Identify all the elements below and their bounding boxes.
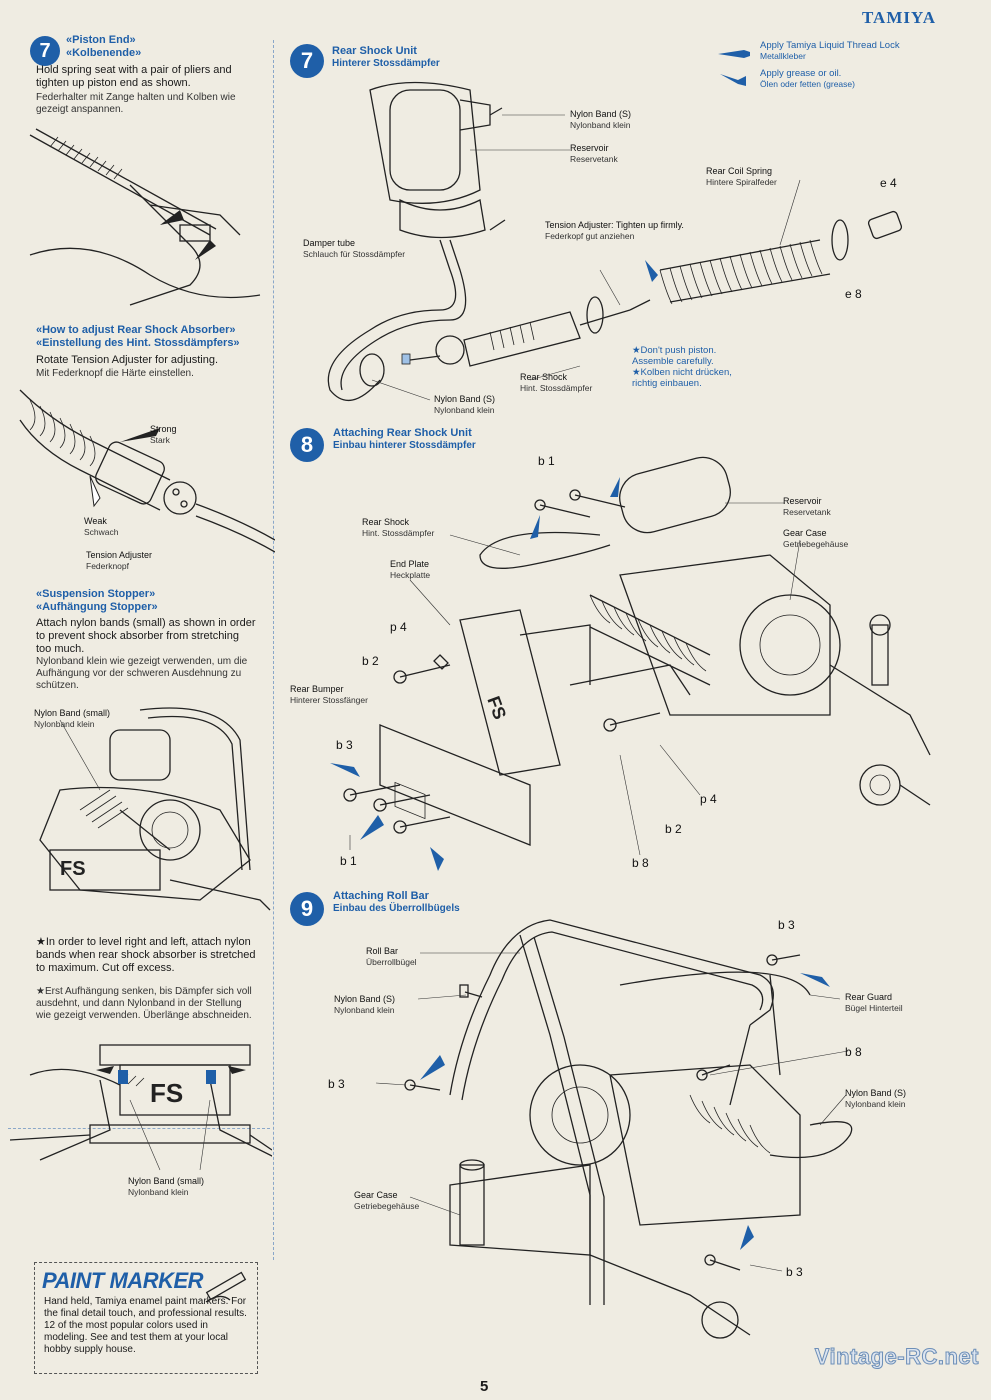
paint-marker-title: PAINT MARKER [42, 1268, 204, 1293]
part-b2: b 2 [362, 654, 379, 668]
svg-text:FS: FS [150, 1078, 183, 1108]
stopper-title: «Suspension Stopper» «Aufhängung Stopper… [36, 588, 158, 613]
nylon-band-s-label-2: Nylon Band (S)Nylonband klein [434, 394, 496, 415]
paint-marker-text: Hand held, Tamiya enamel paint markers. … [44, 1296, 247, 1355]
part-e8: e 8 [845, 287, 862, 301]
paint-marker-icon [205, 1271, 247, 1303]
part-b3-mid: b 3 [328, 1077, 345, 1091]
part-b1-bottom: b 1 [340, 854, 357, 868]
piston-caution-note: ★Don't push piston. Assemble carefully. … [632, 345, 732, 389]
step-9-title: Attaching Roll Bar Einbau des Überrollbü… [333, 890, 460, 914]
part-b3-bottom: b 3 [786, 1265, 803, 1279]
watermark: Vintage-RC.net [814, 1344, 979, 1370]
roll-bar-illustration [375, 919, 853, 1339]
part-b2-right: b 2 [665, 822, 682, 836]
level-text-de: ★Erst Aufhängung senken, bis Dämpfer sic… [36, 986, 252, 1021]
legend-thread-lock: Apply Tamiya Liquid Thread Lock Metallkl… [760, 40, 900, 61]
legend-icons [718, 50, 750, 86]
piston-text-en: Hold spring seat with a pair of pliers a… [36, 64, 232, 89]
part-p4: p 4 [390, 620, 407, 634]
piston-illustration [29, 128, 261, 306]
legend-grease: Apply grease or oil. Ölen oder fetten (g… [760, 68, 855, 89]
stopper-illustration: FS [39, 707, 271, 911]
stopper-text-en: Attach nylon bands (small) as shown in o… [36, 617, 256, 655]
part-e4: e 4 [880, 176, 897, 190]
step-7-title: Rear Shock Unit Hinterer Stossdämpfer [332, 45, 440, 69]
part-p4-right: p 4 [700, 792, 717, 806]
part-b3-top: b 3 [778, 918, 795, 932]
nylon-band-s-label: Nylon Band (S)Nylonband klein [570, 109, 632, 130]
svg-text:FS: FS [60, 858, 86, 880]
level-text-en: ★In order to level right and left, attac… [36, 936, 256, 974]
brand-logo: TAMIYA [861, 8, 936, 27]
piston-title: «Piston End» «Kolbenende» [66, 34, 142, 59]
step-9-badge: 9 [290, 892, 324, 926]
stopper-text-de: Nylonband klein wie gezeigt verwenden, u… [36, 656, 248, 691]
nylon-band-s-label-right: Nylon Band (S)Nylonband klein [845, 1088, 907, 1109]
level-illustration: FS [10, 1044, 272, 1171]
step-number-badge: 7 [30, 36, 60, 66]
grease-icon [720, 74, 746, 86]
tension-adjuster-note: Tension Adjuster: Tighten up firmly.Fede… [545, 220, 684, 241]
adjust-title: «How to adjust Rear Shock Absorber» «Ein… [36, 324, 240, 349]
paint-marker-box [34, 1262, 258, 1374]
adjust-text-en: Rotate Tension Adjuster for adjusting. [36, 354, 219, 366]
step-8-badge: 8 [290, 428, 324, 462]
nylon-band-small-label: Nylon Band (small)Nylonband klein [34, 708, 111, 729]
piston-text-de: Federhalter mit Zange halten und Kolben … [36, 92, 236, 115]
adjust-text-de: Mit Federknopf die Härte einstellen. [36, 368, 194, 379]
page-number: 5 [480, 1378, 489, 1395]
part-b3: b 3 [336, 738, 353, 752]
nylon-band-s-label-9: Nylon Band (S)Nylonband klein [334, 994, 396, 1015]
part-b8: b 8 [632, 856, 649, 870]
step-8-title: Attaching Rear Shock Unit Einbau hintere… [333, 427, 476, 451]
column-divider [273, 40, 274, 1260]
part-b8-9: b 8 [845, 1045, 862, 1059]
attaching-rear-shock-illustration: FS [330, 456, 931, 871]
part-b1-top: b 1 [538, 454, 555, 468]
svg-text:FS: FS [483, 694, 510, 722]
step-7-badge: 7 [290, 44, 324, 78]
rear-shock-unit-illustration [327, 81, 903, 402]
nylon-band-small-label-bottom: Nylon Band (small)Nylonband klein [128, 1176, 205, 1197]
section-divider [8, 1128, 270, 1129]
thread-lock-icon [718, 50, 750, 58]
adjust-illustration [19, 389, 275, 553]
